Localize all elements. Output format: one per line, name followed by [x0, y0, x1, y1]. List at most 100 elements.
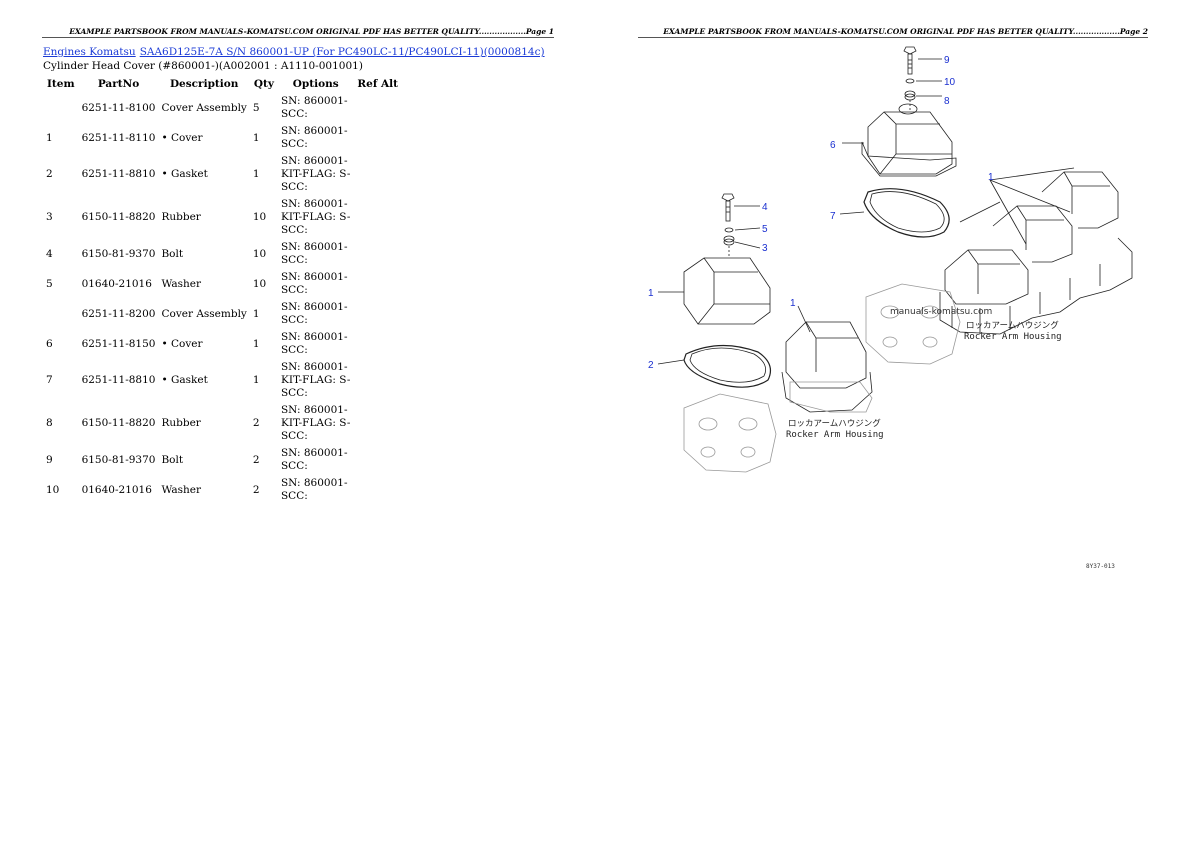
callout-1-left: 1	[648, 288, 654, 299]
option-line: SCC:	[280, 181, 308, 193]
option-line: SCC:	[280, 224, 308, 236]
option-line: SCC:	[280, 490, 308, 502]
header-text-left: EXAMPLE PARTSBOOK FROM MANUALS-KOMATSU.C…	[69, 27, 526, 36]
refalt-cell	[353, 359, 402, 402]
item-cell: 3	[46, 211, 53, 223]
callout-10: 10	[944, 77, 956, 88]
option-line: SCC:	[280, 460, 308, 472]
partno-cell: 6251-11-8810	[81, 374, 156, 386]
description-cell: Rubber	[161, 211, 201, 223]
callout-9: 9	[944, 55, 950, 66]
table-row: 3 6150-11-8820 Rubber 10 SN: 860001-KIT-FLAG…	[43, 196, 402, 239]
options-cell: SN: 860001-KIT-FLAG: S-SCC:	[278, 359, 353, 402]
partno-cell: 6150-11-8820	[81, 417, 156, 429]
qty-cell: 1	[252, 374, 260, 386]
parts-table: Item PartNo Description Qty Options Ref …	[43, 75, 402, 505]
item-cell	[43, 299, 79, 329]
refalt-cell	[353, 475, 402, 505]
rocker-arm-housing-drawing-middle	[789, 381, 873, 413]
option-line: SCC:	[280, 108, 308, 120]
options-cell: SN: 860001-KIT-FLAG: S-SCC:	[278, 153, 353, 196]
partno-cell: 6251-11-8200	[81, 307, 156, 320]
option-line: SN: 860001-	[280, 198, 348, 210]
qty-cell: 1	[252, 168, 260, 180]
option-line: KIT-FLAG: S-	[280, 211, 351, 223]
qty-cell: 2	[252, 483, 260, 496]
option-line: SN: 860001-	[280, 447, 348, 459]
qty-cell: 10	[252, 277, 267, 290]
qty-cell: 2	[252, 417, 260, 429]
options-cell: SN: 860001-SCC:	[278, 239, 353, 269]
item-cell: 8	[46, 417, 53, 429]
description-cell: Rubber	[161, 417, 201, 429]
cover-1-middle-drawing	[781, 321, 873, 413]
item-cell: 5	[46, 277, 53, 290]
options-cell: SN: 860001-SCC:	[278, 299, 353, 329]
rubber-8-drawing	[904, 90, 916, 101]
callout-5: 5	[762, 224, 768, 235]
option-line: SCC:	[280, 430, 308, 442]
refalt-cell	[353, 445, 402, 475]
qty-cell: 10	[252, 211, 267, 223]
refalt-cell	[353, 196, 402, 239]
refalt-cell	[353, 153, 402, 196]
option-line: SCC:	[280, 138, 308, 150]
col-header-description: Description	[169, 78, 239, 90]
page-header-right: EXAMPLE PARTSBOOK FROM MANUALS-KOMATSU.C…	[638, 26, 1148, 38]
option-line: SN: 860001-	[280, 477, 348, 489]
col-header-partno: PartNo	[97, 78, 140, 90]
refalt-cell	[353, 269, 402, 299]
bolt-9-drawing	[903, 46, 917, 75]
description-cell: Washer	[161, 277, 201, 290]
options-cell: SN: 860001-KIT-FLAG: S-SCC:	[278, 402, 353, 445]
qty-cell: 1	[252, 131, 260, 144]
table-row: 8 6150-11-8820 Rubber 2 SN: 860001-KIT-FLAG:…	[43, 402, 402, 445]
col-header-qty: Qty	[253, 78, 274, 90]
partno-cell: 6150-81-9370	[81, 453, 156, 466]
rocker-arm-housing-drawing-upper	[865, 283, 961, 365]
housing-label-en-upper: Rocker Arm Housing	[964, 332, 1062, 342]
options-cell: SN: 860001-SCC:	[278, 269, 353, 299]
option-line: SCC:	[280, 254, 308, 266]
diagram-callouts: 9 10 8 6 1 7 4 5 3 1 1 2	[648, 55, 994, 371]
cover-row-drawing	[939, 171, 1133, 335]
description-cell: Cover Assembly	[161, 101, 247, 114]
housing-label-jp-upper: ロッカアームハウジング	[966, 320, 1059, 331]
options-cell: SN: 860001-SCC:	[278, 475, 353, 505]
refalt-cell	[353, 402, 402, 445]
option-line: SN: 860001-	[280, 95, 348, 107]
callout-6: 6	[830, 140, 836, 151]
qty-cell: 2	[252, 453, 260, 466]
description-cell: Cover Assembly	[161, 307, 247, 320]
partno-cell: 6251-11-8810	[81, 168, 156, 180]
option-line: SCC:	[280, 314, 308, 326]
options-cell: SN: 860001-SCC:	[278, 123, 353, 153]
partno-cell: 6150-11-8820	[81, 211, 156, 223]
item-cell	[43, 93, 79, 123]
refalt-cell	[353, 299, 402, 329]
options-cell: SN: 860001-KIT-FLAG: S-SCC:	[278, 196, 353, 239]
housing-label-en-lower: Rocker Arm Housing	[786, 430, 884, 440]
partno-cell: 6251-11-8150	[81, 337, 156, 350]
description-cell: Bolt	[161, 453, 184, 466]
gasket-2-drawing	[683, 344, 771, 388]
header-text-right: EXAMPLE PARTSBOOK FROM MANUALS-KOMATSU.C…	[663, 27, 1120, 36]
description-cell: Bolt	[161, 247, 184, 260]
option-line: KIT-FLAG: S-	[280, 417, 351, 429]
description-cell: Washer	[161, 483, 201, 496]
breadcrumb-link-model[interactable]: SAA6D125E-7A S/N 860001-UP (For PC490LC-…	[139, 46, 545, 58]
refalt-cell	[353, 239, 402, 269]
housing-label-jp-lower: ロッカアームハウジング	[788, 418, 881, 429]
qty-cell: 5	[252, 101, 260, 114]
item-cell: 2	[46, 168, 53, 180]
breadcrumb-link-engines[interactable]: Engines Komatsu	[43, 46, 136, 58]
watermark-text: manuals-komatsu.com	[890, 307, 992, 317]
item-cell: 10	[46, 483, 60, 496]
rubber-3-drawing	[723, 235, 735, 246]
description-cell: • Gasket	[161, 168, 208, 180]
washer-5-drawing	[724, 227, 734, 233]
